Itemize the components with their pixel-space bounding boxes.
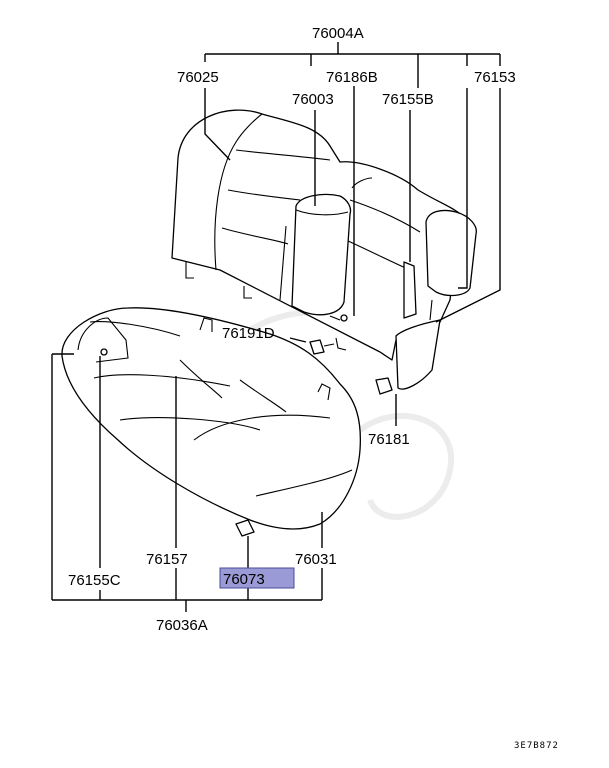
label-76031: 76031 <box>295 551 337 568</box>
label-76025: 76025 <box>177 69 219 86</box>
callout-lines <box>51 42 501 612</box>
highlight-76073 <box>219 567 295 589</box>
label-76004a: 76004A <box>312 25 364 42</box>
label-76155b: 76155B <box>382 91 434 108</box>
bolt-76191d <box>309 339 335 355</box>
label-76003: 76003 <box>292 91 334 108</box>
label-76153: 76153 <box>474 69 516 86</box>
clip-76073-part <box>235 519 255 537</box>
seat-cushion <box>61 307 362 530</box>
label-76036a: 76036A <box>156 617 208 634</box>
label-76186b: 76186B <box>326 69 378 86</box>
label-76073: 76073 <box>223 571 265 588</box>
drawing-code: 3E7B872 <box>514 741 559 751</box>
seat-back <box>171 109 477 390</box>
label-76191d: 76191D <box>222 325 275 342</box>
part-labels: 76004A 76025 76186B 76153 76003 76155B 7… <box>68 25 559 751</box>
label-76155c: 76155C <box>68 572 121 589</box>
nut-76181 <box>375 377 393 395</box>
label-76181: 76181 <box>368 431 410 448</box>
label-76157: 76157 <box>146 551 188 568</box>
